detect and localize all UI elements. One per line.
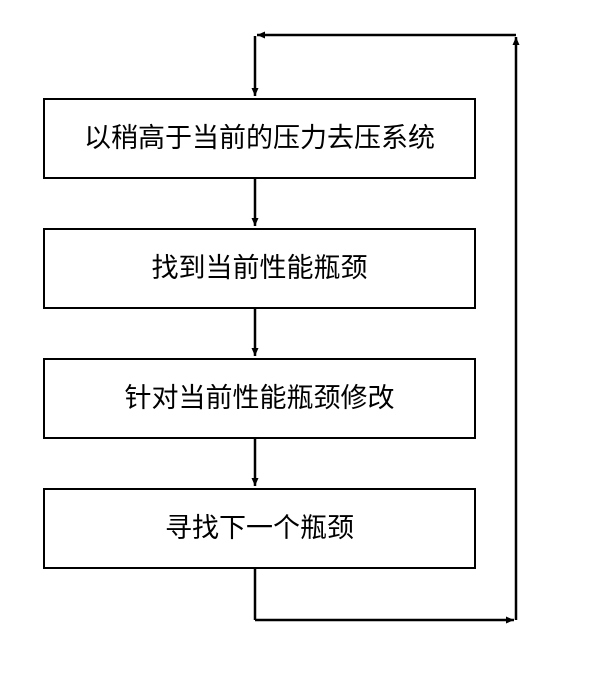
flowchart-step-2-label: 找到当前性能瓶颈 <box>151 253 368 284</box>
flowchart-step-3: 针对当前性能瓶颈修改 <box>43 358 476 439</box>
flowchart-step-4: 寻找下一个瓶颈 <box>43 488 476 569</box>
flowchart-step-1: 以稍高于当前的压力去压系统 <box>43 98 476 179</box>
flowchart-step-3-label: 针对当前性能瓶颈修改 <box>124 383 395 414</box>
flowchart-step-1-label: 以稍高于当前的压力去压系统 <box>84 123 435 154</box>
flowchart-step-4-label: 寻找下一个瓶颈 <box>165 513 354 544</box>
flowchart-step-2: 找到当前性能瓶颈 <box>43 228 476 309</box>
